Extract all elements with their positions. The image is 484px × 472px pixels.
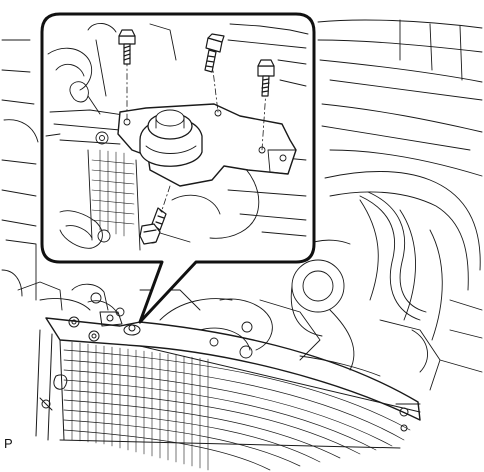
bolt-top-center: [204, 33, 225, 73]
figure-label: P: [4, 436, 13, 451]
bolt-top-right: [257, 59, 275, 97]
inset-detail: [45, 23, 309, 251]
bolt-bottom: [139, 207, 167, 245]
bolt-top-left: [118, 29, 136, 65]
engine-bay-background: [1, 19, 483, 391]
radiator-core: [35, 317, 421, 471]
radiator-bolts: [39, 311, 141, 411]
